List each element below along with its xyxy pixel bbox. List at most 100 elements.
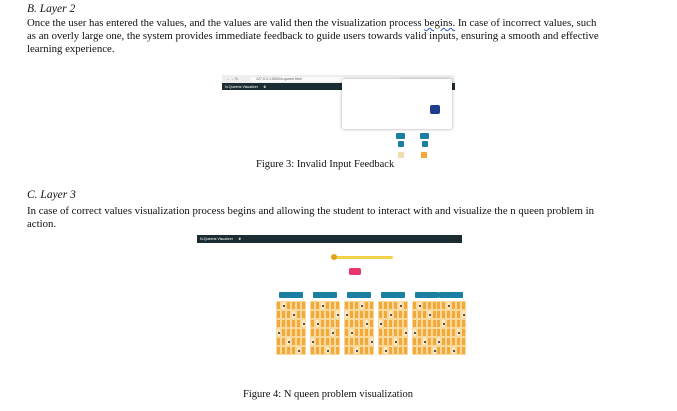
board-cell[interactable] (330, 301, 335, 310)
board-cell[interactable] (378, 337, 383, 346)
queen-cell[interactable] (378, 319, 383, 328)
board-button[interactable] (422, 141, 428, 147)
board-button[interactable] (381, 292, 405, 298)
board-cell[interactable] (456, 346, 461, 355)
board-cell[interactable] (291, 337, 296, 346)
board-button[interactable] (415, 292, 439, 298)
board-cell[interactable] (315, 328, 320, 337)
board-button[interactable] (398, 141, 404, 147)
board-cell[interactable] (296, 328, 301, 337)
queen-cell[interactable] (296, 346, 301, 355)
board-cell[interactable] (412, 310, 417, 319)
board-cell[interactable] (393, 310, 398, 319)
board-button[interactable] (313, 292, 337, 298)
queen-cell[interactable] (276, 328, 281, 337)
board-cell[interactable] (398, 337, 403, 346)
board-cell[interactable] (456, 301, 461, 310)
ok-button[interactable] (430, 105, 440, 114)
board-cell[interactable] (301, 301, 306, 310)
board-cell[interactable] (276, 346, 281, 355)
queen-cell[interactable] (335, 310, 340, 319)
board-cell[interactable] (301, 328, 306, 337)
board-cell[interactable] (330, 346, 335, 355)
queen-cell[interactable] (417, 301, 422, 310)
queen-cell[interactable] (349, 328, 354, 337)
board-cell[interactable] (456, 337, 461, 346)
board-cell[interactable] (422, 346, 427, 355)
queen-cell[interactable] (359, 301, 364, 310)
board-cell[interactable] (461, 301, 466, 310)
board-cell[interactable] (398, 319, 403, 328)
board-cell[interactable] (315, 337, 320, 346)
queen-cell[interactable] (398, 301, 403, 310)
board-cell[interactable] (281, 319, 286, 328)
board-cell[interactable] (335, 328, 340, 337)
board-cell[interactable] (344, 319, 349, 328)
board-cell[interactable] (441, 328, 446, 337)
queen-cell[interactable] (354, 346, 359, 355)
queen-cell[interactable] (301, 319, 306, 328)
board-cell[interactable] (398, 346, 403, 355)
queen-cell[interactable] (412, 328, 417, 337)
board-cell[interactable] (369, 301, 374, 310)
board-cell[interactable] (412, 337, 417, 346)
play-button[interactable] (349, 268, 361, 275)
board-cell[interactable] (286, 319, 291, 328)
queen-cell[interactable] (436, 337, 441, 346)
board-cell[interactable] (276, 310, 281, 319)
board-cell[interactable] (354, 319, 359, 328)
queen-cell[interactable] (446, 301, 451, 310)
board-cell[interactable] (276, 337, 281, 346)
board-cell[interactable] (286, 301, 291, 310)
board-cell[interactable] (369, 328, 374, 337)
queen-cell[interactable] (427, 310, 432, 319)
board-cell[interactable] (451, 310, 456, 319)
queen-cell[interactable] (383, 346, 388, 355)
queen-cell[interactable] (344, 310, 349, 319)
board-cell[interactable] (296, 310, 301, 319)
queen-cell[interactable] (325, 346, 330, 355)
board-cell[interactable] (344, 337, 349, 346)
queen-cell[interactable] (364, 319, 369, 328)
board-cell[interactable] (286, 346, 291, 355)
board-cell[interactable] (325, 310, 330, 319)
board-cell[interactable] (349, 301, 354, 310)
queen-cell[interactable] (422, 337, 427, 346)
board-cell[interactable] (417, 346, 422, 355)
board-cell[interactable] (315, 346, 320, 355)
board-cell[interactable] (359, 328, 364, 337)
queen-cell[interactable] (320, 301, 325, 310)
board-cell[interactable] (296, 301, 301, 310)
board-cell[interactable] (393, 319, 398, 328)
board-cell[interactable] (291, 319, 296, 328)
board-cell[interactable] (281, 328, 286, 337)
queen-cell[interactable] (286, 337, 291, 346)
board-cell[interactable] (461, 319, 466, 328)
board-cell[interactable] (446, 310, 451, 319)
board-cell[interactable] (388, 319, 393, 328)
board-cell[interactable] (403, 310, 408, 319)
board-cell[interactable] (378, 328, 383, 337)
board-cell[interactable] (403, 301, 408, 310)
board-cell[interactable] (354, 310, 359, 319)
board-cell[interactable] (422, 319, 427, 328)
board-cell[interactable] (388, 346, 393, 355)
board-cell[interactable] (369, 319, 374, 328)
board-cell[interactable] (301, 337, 306, 346)
board-cell[interactable] (378, 301, 383, 310)
board-cell[interactable] (301, 310, 306, 319)
board-cell[interactable] (388, 328, 393, 337)
board-cell[interactable] (412, 346, 417, 355)
board-button[interactable] (439, 292, 463, 298)
board-cell[interactable] (364, 346, 369, 355)
board-cell[interactable] (335, 337, 340, 346)
board-cell[interactable] (281, 310, 286, 319)
board-cell[interactable] (441, 346, 446, 355)
board-cell[interactable] (417, 319, 422, 328)
board-cell[interactable] (359, 337, 364, 346)
queen-cell[interactable] (281, 301, 286, 310)
board-cell[interactable] (446, 337, 451, 346)
board-cell[interactable] (451, 301, 456, 310)
board-cell[interactable] (441, 337, 446, 346)
board-cell[interactable] (383, 319, 388, 328)
